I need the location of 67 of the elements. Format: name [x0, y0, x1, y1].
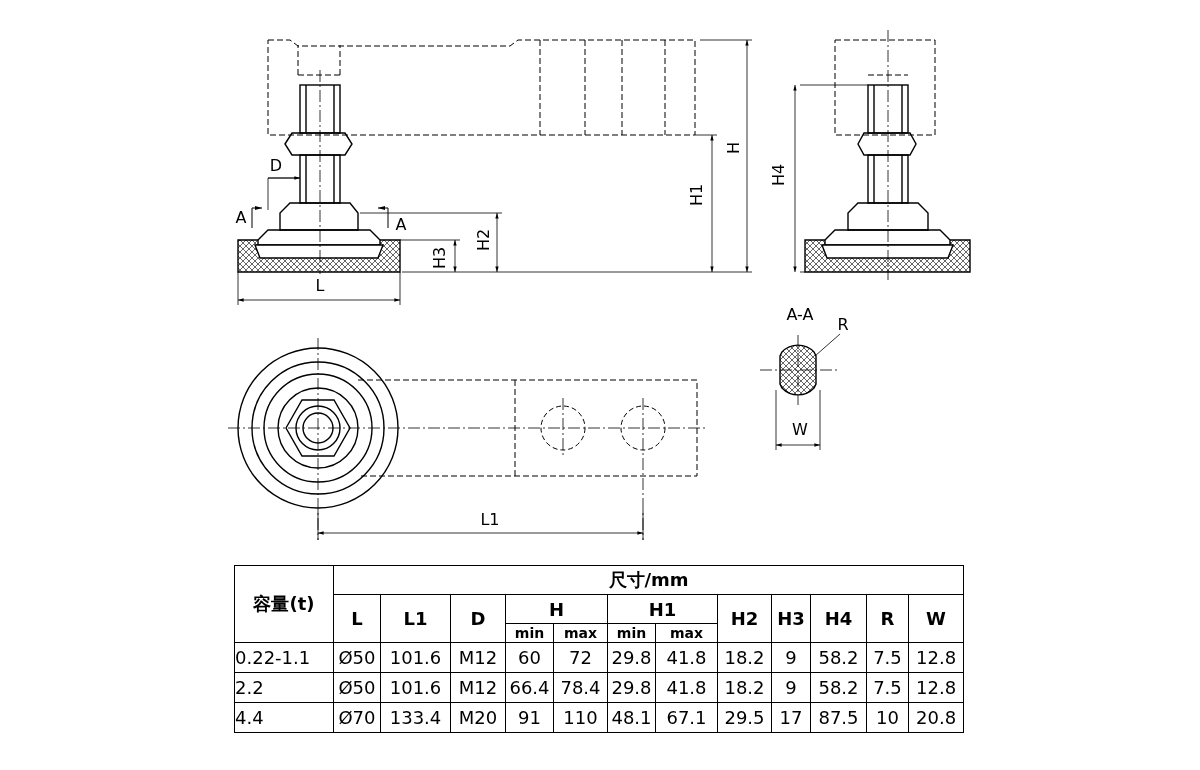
table-cell: 101.6	[380, 642, 451, 673]
table-cell: 9	[771, 642, 811, 673]
table-cell: 9	[771, 672, 811, 703]
header-cell: min	[505, 623, 554, 643]
table-cell: 78.4	[553, 672, 608, 703]
dimension-label: W	[792, 421, 808, 439]
section-label: A	[235, 209, 247, 227]
table-cell: 29.8	[607, 672, 656, 703]
header-cell: W	[908, 594, 964, 643]
table-cell: 29.5	[717, 702, 772, 733]
table-cell: 110	[553, 702, 608, 733]
table-cell: 29.8	[607, 642, 656, 673]
table-cell: 12.8	[908, 642, 964, 673]
table-cell: 101.6	[380, 672, 451, 703]
section-label: A	[395, 216, 407, 234]
table-cell: 12.8	[908, 672, 964, 703]
header-cell: D	[450, 594, 506, 643]
table-cell: M20	[450, 702, 506, 733]
table-cell: 17	[771, 702, 811, 733]
dimension-label: L	[315, 277, 325, 295]
table-cell: Ø70	[333, 702, 381, 733]
table-cell: Ø50	[333, 642, 381, 673]
table-cell: 58.2	[810, 672, 867, 703]
table-cell: 87.5	[810, 702, 867, 733]
table-cell: 18.2	[717, 672, 772, 703]
table-cell: 41.8	[655, 642, 718, 673]
table-cell: 20.8	[908, 702, 964, 733]
table-cell: 4.4	[234, 702, 334, 733]
header-cell: min	[607, 623, 656, 643]
dimension-label: H	[725, 142, 743, 154]
section-title: A-A	[786, 306, 814, 324]
dimension-label: H1	[688, 183, 706, 207]
table-cell: 0.22-1.1	[234, 642, 334, 673]
table-cell: 48.1	[607, 702, 656, 733]
header-cell: H3	[771, 594, 811, 643]
dimension-label: R	[837, 316, 849, 334]
header-cell: H4	[810, 594, 867, 643]
dimension-label: H3	[431, 246, 449, 270]
table-cell: M12	[450, 672, 506, 703]
table-cell: 60	[505, 642, 554, 673]
table-cell: 10	[866, 702, 909, 733]
dimension-label: H4	[770, 163, 788, 187]
table-cell: 2.2	[234, 672, 334, 703]
table-cell: M12	[450, 642, 506, 673]
table-cell: 58.2	[810, 642, 867, 673]
table-cell: 66.4	[505, 672, 554, 703]
table-cell: 7.5	[866, 642, 909, 673]
table-cell: 7.5	[866, 672, 909, 703]
header-cell: R	[866, 594, 909, 643]
header-cell: H	[505, 594, 608, 624]
table-cell: 41.8	[655, 672, 718, 703]
table-cell: Ø50	[333, 672, 381, 703]
header-cell: L1	[380, 594, 451, 643]
header-cell: 容量(t)	[234, 565, 334, 643]
table-cell: 72	[553, 642, 608, 673]
header-cell: L	[333, 594, 381, 643]
header-cell: 尺寸/mm	[333, 565, 964, 595]
dimension-label: L1	[480, 511, 500, 529]
table-cell: 133.4	[380, 702, 451, 733]
dimension-label: D	[269, 157, 283, 175]
header-cell: max	[553, 623, 608, 643]
table-cell: 91	[505, 702, 554, 733]
table-cell: 18.2	[717, 642, 772, 673]
header-cell: H2	[717, 594, 772, 643]
dimension-label: H2	[475, 228, 493, 252]
table-cell: 67.1	[655, 702, 718, 733]
header-cell: H1	[607, 594, 718, 624]
